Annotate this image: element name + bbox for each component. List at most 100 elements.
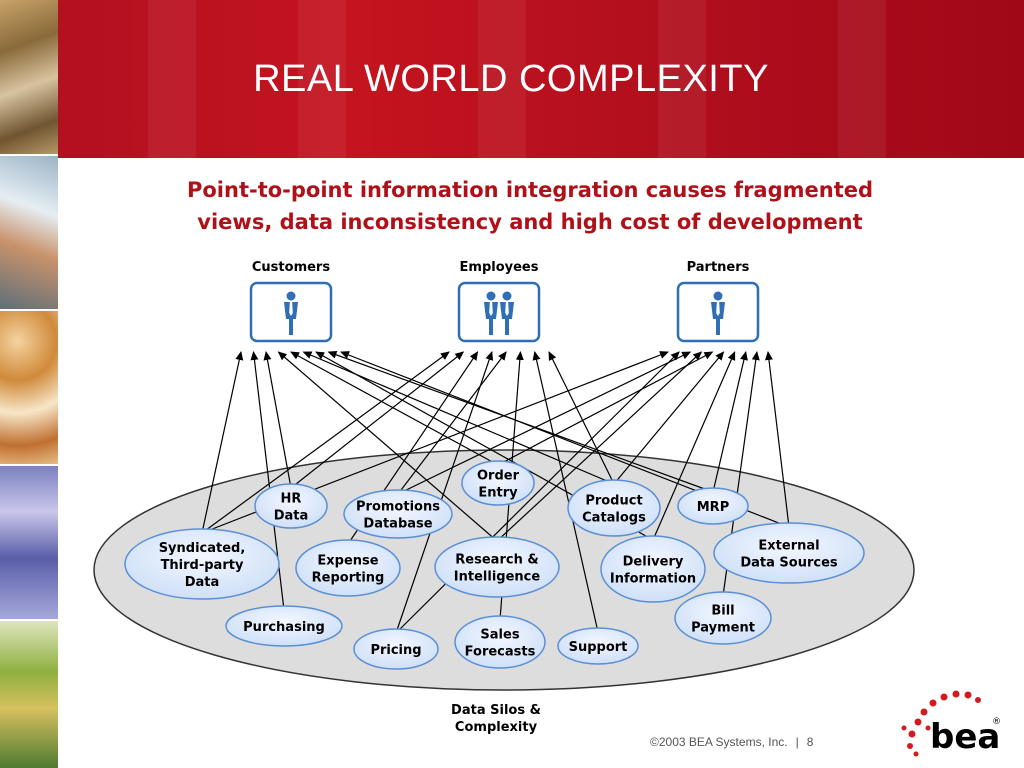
slide-title: REAL WORLD COMPLEXITY <box>253 58 769 100</box>
data-silos: OrderEntryHRDataPromotionsDatabaseProduc… <box>124 460 865 670</box>
node-label: Data <box>185 575 220 590</box>
node-bubble <box>567 479 661 537</box>
node-bubble <box>225 605 343 647</box>
node-bubble <box>124 528 280 600</box>
keyboard-photo <box>0 155 58 310</box>
photo-divider <box>0 464 58 466</box>
actor-label: Employees <box>460 260 539 275</box>
connection-arrow <box>548 351 615 485</box>
person-figure <box>500 291 514 335</box>
node-label: Order <box>477 469 520 484</box>
node-label: Data Sources <box>740 556 838 571</box>
node-support: Support <box>557 627 639 665</box>
actor-customers: Customers <box>249 260 333 343</box>
connection-arrow <box>290 351 499 466</box>
connection-arrow <box>764 351 790 528</box>
node-pricing: Pricing <box>353 628 439 670</box>
silos-label: Data Silos &Complexity <box>451 703 541 735</box>
node-label: External <box>758 539 819 554</box>
photo-strip <box>0 0 58 768</box>
connection-arrow <box>496 351 703 542</box>
subtitle-line: Point-to-point information integration c… <box>186 178 874 202</box>
node-label: Sales <box>480 628 519 643</box>
copyright-text: ©2003 BEA Systems, Inc. <box>650 735 788 749</box>
node-label: Promotions <box>356 500 440 515</box>
registered-mark: ® <box>992 717 1001 727</box>
banner-decoration <box>298 0 346 158</box>
node-bubble <box>254 483 328 529</box>
node-label: Support <box>569 640 628 655</box>
slide-subtitle: Point-to-point information integration c… <box>100 174 960 238</box>
photo-divider <box>0 309 58 311</box>
node-bubble <box>353 628 439 670</box>
node-label: Entry <box>478 486 518 501</box>
banner-decoration <box>838 0 886 158</box>
node-label: Third-party <box>161 558 244 573</box>
node-label: Database <box>363 517 432 532</box>
node-bubble <box>600 535 706 603</box>
lab-photo <box>0 620 58 768</box>
node-label: Product <box>585 494 642 509</box>
person-icon <box>284 291 298 335</box>
photo-divider <box>0 619 58 621</box>
actor-partners: Partners <box>676 260 760 343</box>
abstract-photo <box>0 465 58 620</box>
node-bubble <box>461 460 535 506</box>
person-figure <box>284 291 298 335</box>
node-bubble <box>454 615 546 669</box>
actor-label: Customers <box>252 260 330 275</box>
node-label: Expense <box>317 554 378 569</box>
connection-lines <box>201 350 790 634</box>
connection-arrow <box>712 351 748 493</box>
node-label: Bill <box>711 604 734 619</box>
node-label: MRP <box>697 500 729 515</box>
node-label: Data <box>274 509 309 524</box>
node-bubble <box>557 627 639 665</box>
connection-arrow <box>277 351 498 542</box>
copyright: ©2003 BEA Systems, Inc. | 8 <box>650 735 813 749</box>
actors: Customers Employees Partners <box>249 260 760 343</box>
node-bubble <box>343 489 453 539</box>
node-purchasing: Purchasing <box>225 605 343 647</box>
node-research-intelligence: Research & Intelligence <box>434 536 560 598</box>
node-bubble <box>677 487 749 525</box>
connection-arrow <box>201 351 450 534</box>
connection-arrow <box>652 351 736 541</box>
bea-logo: bea ® <box>901 690 1001 757</box>
node-label: Catalogs <box>582 511 646 526</box>
warehouse-photo <box>0 0 58 155</box>
node-bubble <box>434 536 560 598</box>
page-number: 8 <box>806 735 814 749</box>
banner-decoration <box>148 0 196 158</box>
node-bubble <box>674 591 772 645</box>
actor-box <box>457 281 541 343</box>
two-persons-icon <box>484 291 514 335</box>
subtitle-line: views, data inconsistency and high cost … <box>197 210 863 234</box>
node-label: Pricing <box>370 643 421 658</box>
node-label: Payment <box>691 621 755 636</box>
node-label: Intelligence <box>454 570 541 585</box>
actor-label: Partners <box>687 260 750 275</box>
actor-employees: Employees <box>457 260 541 343</box>
node-label: Purchasing <box>243 620 325 635</box>
connection-arrow <box>397 351 692 495</box>
connection-arrow <box>497 351 714 466</box>
logo-text: bea <box>930 717 1000 757</box>
node-label: Reporting <box>312 571 385 586</box>
banner-decoration <box>658 0 706 158</box>
photo-divider <box>0 154 58 156</box>
node-bubble <box>295 539 401 597</box>
node-bubble <box>713 522 865 584</box>
footer-separator: | <box>795 735 799 749</box>
node-label: Research & <box>455 553 538 568</box>
node-label: Information <box>610 572 696 587</box>
